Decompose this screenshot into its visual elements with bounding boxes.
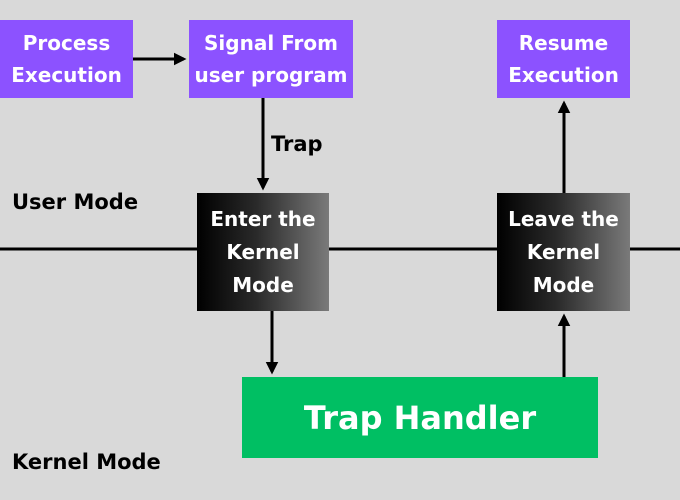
trap-label: Trap bbox=[271, 132, 323, 156]
leave-kernel-mode-node: Leave the Kernel Mode bbox=[497, 193, 630, 311]
enter-kernel-mode-node: Enter the Kernel Mode bbox=[197, 193, 329, 311]
resume-execution-node: Resume Execution bbox=[497, 20, 630, 98]
process-execution-node: Process Execution bbox=[0, 20, 133, 98]
user-mode-label: User Mode bbox=[12, 190, 139, 214]
kernel-mode-label: Kernel Mode bbox=[12, 450, 161, 474]
signal-from-user-program-node: Signal From user program bbox=[189, 20, 353, 98]
trap-handler-node: Trap Handler bbox=[242, 377, 598, 458]
